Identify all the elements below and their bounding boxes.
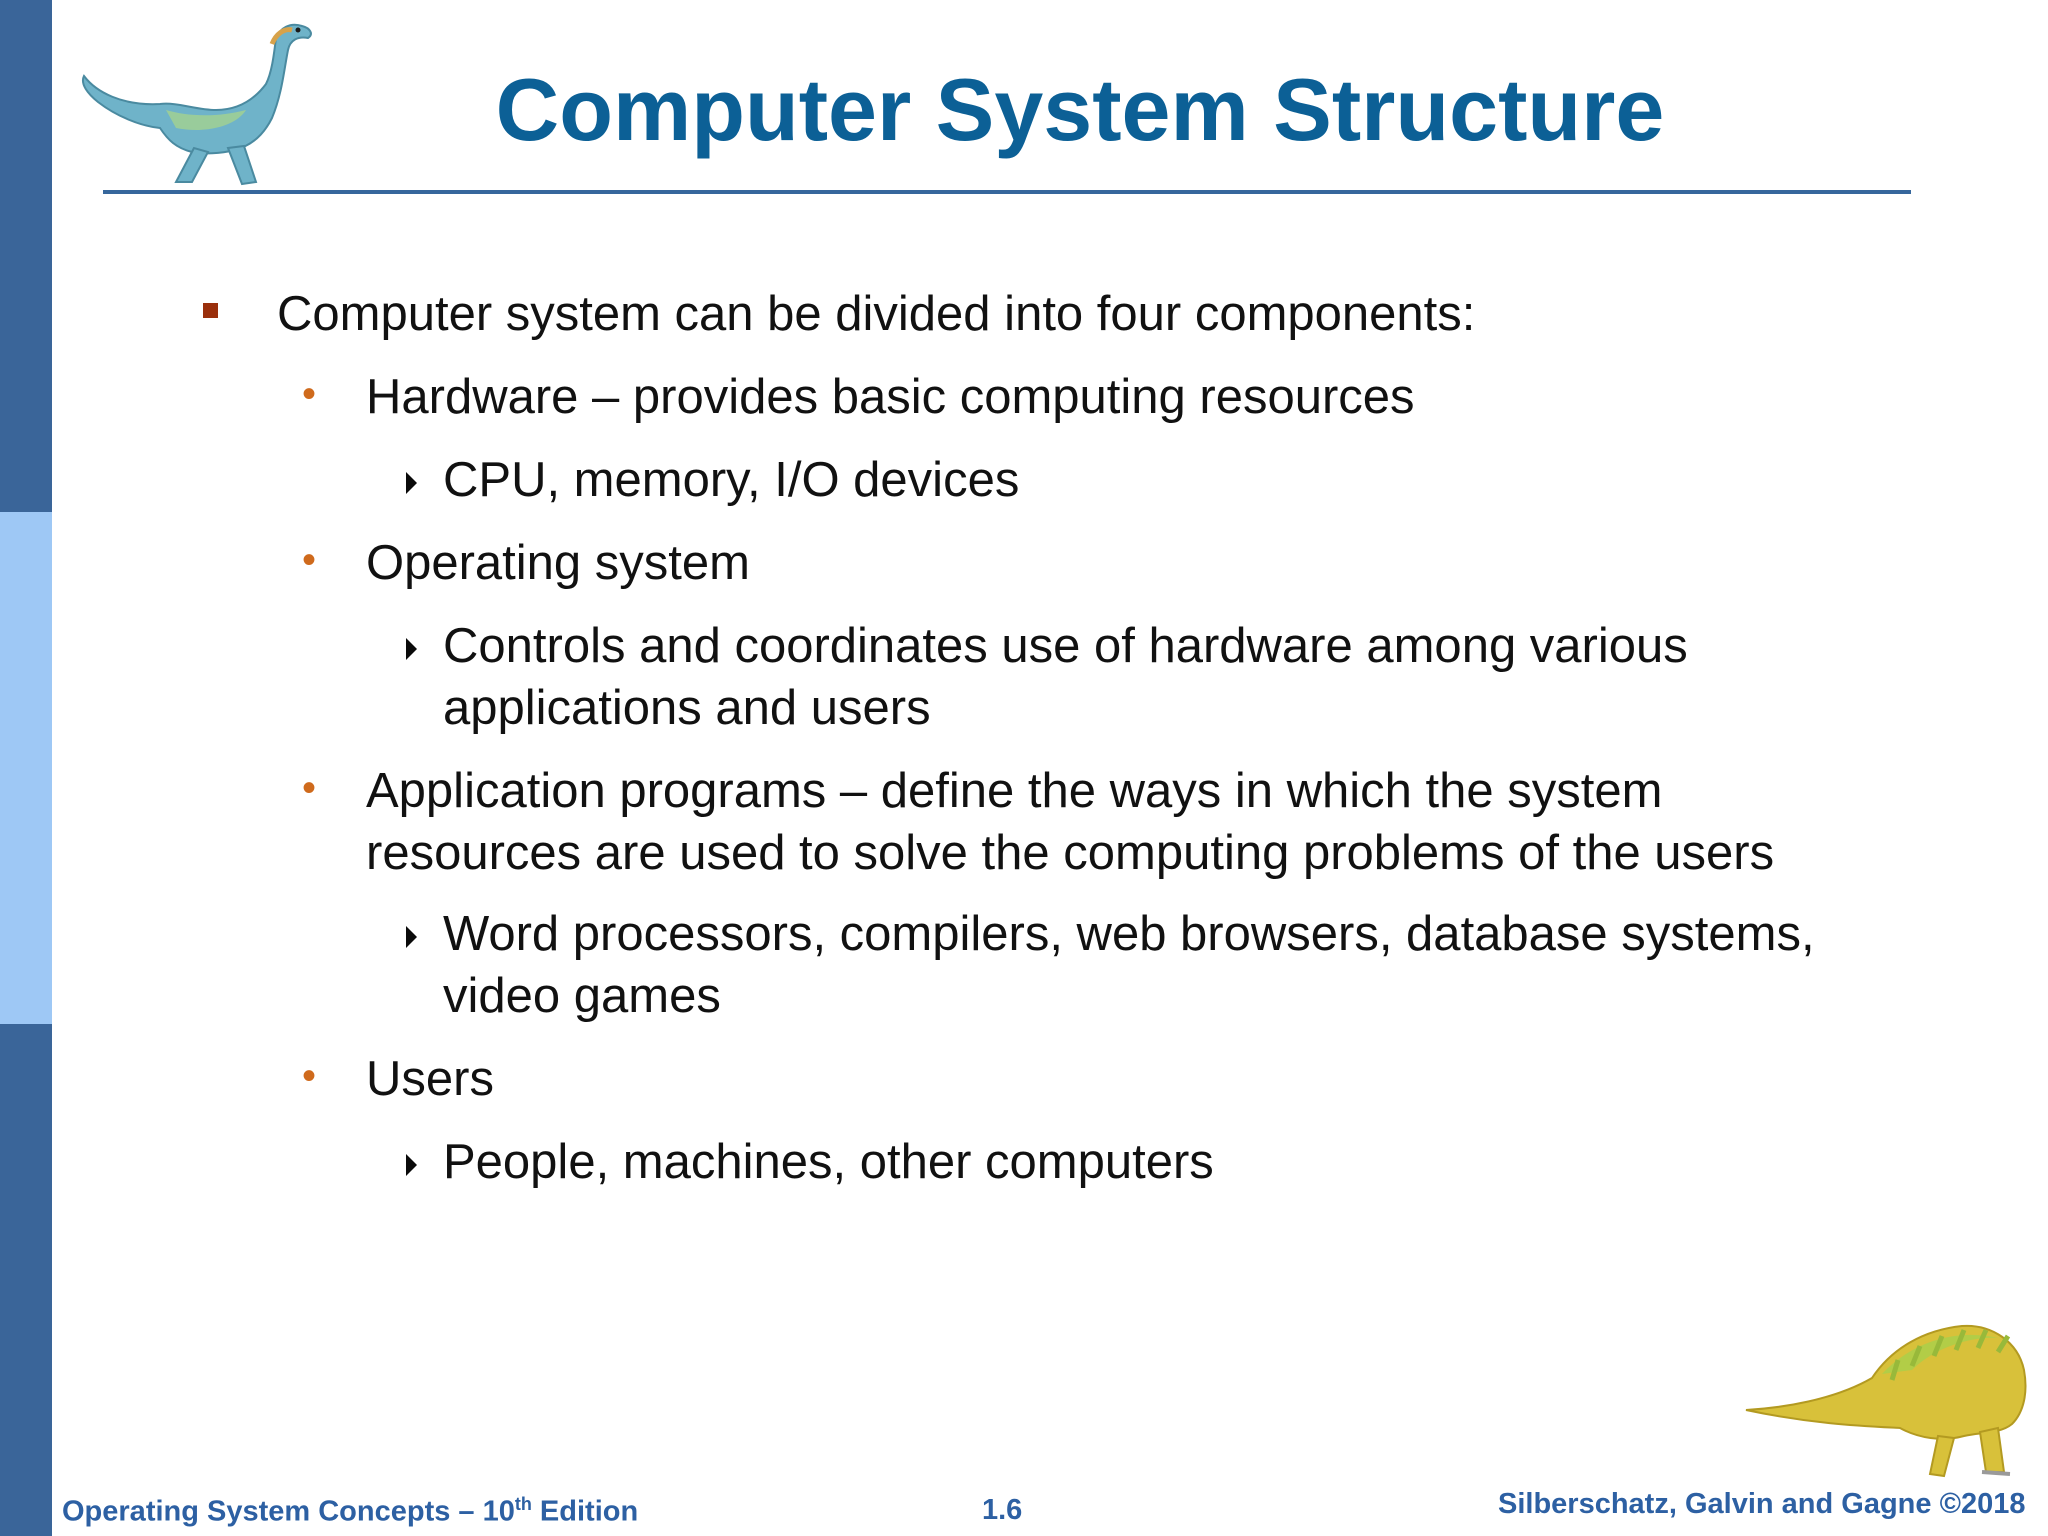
footer-copyright: Silberschatz, Galvin and Gagne ©2018 xyxy=(1498,1488,2026,1520)
bullet-text: Computer system can be divided into four… xyxy=(277,287,1476,341)
dinosaur-icon xyxy=(82,23,312,186)
title-divider xyxy=(103,190,1911,194)
bullet-text: Operating system xyxy=(366,536,750,590)
sidebar-segment-middle xyxy=(0,512,52,1024)
footer-title-prefix: Operating System Concepts – 10 xyxy=(62,1495,515,1528)
bullet-text: video games xyxy=(443,969,721,1023)
bullet-triangle-icon xyxy=(406,926,417,948)
bullet-square-icon xyxy=(203,303,218,318)
bullet-dot-icon: • xyxy=(302,766,317,810)
bullet-triangle-icon xyxy=(406,638,417,660)
bullet-text: Word processors, compilers, web browsers… xyxy=(443,907,1815,961)
sidebar-segment-top xyxy=(0,0,52,512)
footer-course-title: Operating System Concepts – 10th Edition xyxy=(62,1494,638,1529)
sidebar-segment-bottom xyxy=(0,1024,52,1536)
page-title: Computer System Structure xyxy=(495,60,1665,159)
bullet-dot-icon: • xyxy=(302,372,317,416)
left-sidebar-band xyxy=(0,0,52,1536)
bullet-triangle-icon xyxy=(406,472,417,494)
bullet-text: Application programs – define the ways i… xyxy=(366,764,1663,818)
bullet-text: People, machines, other computers xyxy=(443,1135,1214,1189)
bullet-text: CPU, memory, I/O devices xyxy=(443,453,1020,507)
bullet-text: Users xyxy=(366,1052,494,1106)
footer-title-suffix: Edition xyxy=(531,1495,639,1528)
bullet-dot-icon: • xyxy=(302,538,317,582)
bullet-text: applications and users xyxy=(443,681,931,735)
bullet-text: Controls and coordinates use of hardware… xyxy=(443,619,1688,673)
dinosaur-icon xyxy=(1745,1324,2027,1478)
bullet-triangle-icon xyxy=(406,1154,417,1176)
footer-title-superscript: th xyxy=(514,1494,532,1514)
page-number: 1.6 xyxy=(982,1494,1023,1526)
bullet-text: Hardware – provides basic computing reso… xyxy=(366,370,1415,424)
bullet-text: resources are used to solve the computin… xyxy=(366,826,1775,880)
bullet-dot-icon: • xyxy=(302,1054,317,1098)
